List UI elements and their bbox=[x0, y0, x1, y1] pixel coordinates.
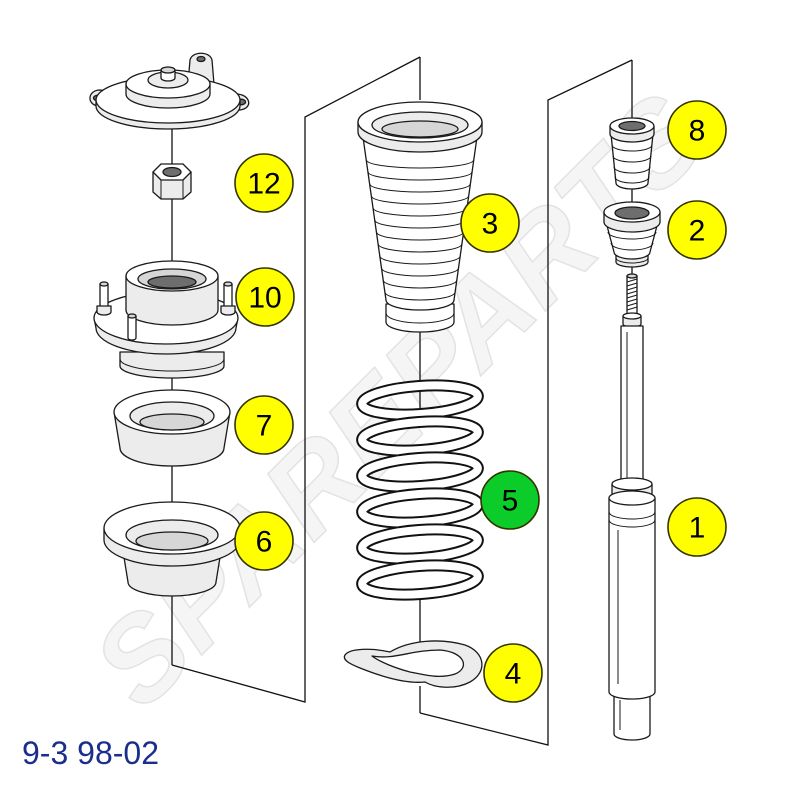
bumpstop-ribs bbox=[611, 144, 653, 184]
boot-body bbox=[361, 129, 479, 311]
mount-stud-left-base bbox=[96, 305, 112, 316]
shock-tube-highlight bbox=[617, 530, 621, 730]
callout-badge[interactable] bbox=[234, 511, 294, 571]
callout-number: 7 bbox=[256, 410, 273, 443]
cup-ribs bbox=[607, 231, 657, 251]
mount-bearing bbox=[119, 351, 225, 379]
top-mount-nub-top bbox=[160, 66, 176, 74]
callout-badge[interactable] bbox=[483, 643, 543, 703]
callout-1[interactable]: 1 bbox=[667, 497, 727, 557]
mount-stud-left-tip bbox=[99, 281, 109, 287]
callout-number: 12 bbox=[247, 168, 280, 201]
top-mount-plate bbox=[89, 52, 250, 130]
callout-badge[interactable] bbox=[460, 193, 520, 253]
boot-cuff bbox=[385, 303, 455, 333]
callout-8[interactable]: 8 bbox=[667, 100, 727, 160]
mount-bearing-groove bbox=[119, 358, 225, 372]
boot-opening-inner bbox=[381, 120, 459, 138]
callout-2[interactable]: 2 bbox=[667, 200, 727, 260]
nut-edges bbox=[160, 180, 184, 199]
shock-body-grooves bbox=[608, 511, 656, 528]
seat6-floor bbox=[135, 531, 209, 551]
boot-cuff-groove bbox=[385, 312, 455, 324]
shock-body-collar-top bbox=[611, 477, 653, 491]
callout-badge[interactable] bbox=[667, 100, 727, 160]
mount-stud-front bbox=[127, 315, 137, 341]
shock-rod bbox=[620, 325, 644, 487]
callout-6[interactable]: 6 bbox=[234, 511, 294, 571]
isolator-inner bbox=[371, 649, 465, 678]
callout-5[interactable]: 5 bbox=[480, 470, 540, 530]
shock-threads bbox=[626, 278, 638, 311]
bump-stop-cup-2 bbox=[603, 201, 661, 268]
cup-bore bbox=[614, 206, 650, 220]
shock-rod-collar-top bbox=[622, 312, 642, 320]
spring-coil-highlight bbox=[358, 489, 482, 527]
mount-stud-front-tip bbox=[127, 313, 137, 319]
callout-number: 10 bbox=[248, 282, 281, 315]
mount-stud-right-tip bbox=[223, 281, 233, 287]
callout-badge[interactable] bbox=[667, 200, 727, 260]
callout-number: 6 bbox=[256, 526, 273, 559]
nut-hole bbox=[162, 166, 182, 178]
shock-body bbox=[608, 497, 656, 700]
callout-badge[interactable] bbox=[234, 153, 294, 213]
shock-body-top bbox=[608, 490, 656, 506]
callout-badge-highlighted[interactable] bbox=[480, 470, 540, 530]
frame-line-right bbox=[419, 59, 633, 746]
spring-coil-highlight bbox=[358, 453, 482, 491]
top-mount-ear-hole bbox=[196, 55, 206, 63]
mount-stud-right-base bbox=[220, 305, 236, 316]
shock-stud-tip bbox=[626, 273, 638, 279]
callout-3[interactable]: 3 bbox=[460, 193, 520, 253]
bump-stop-8 bbox=[609, 117, 655, 190]
frame-line-left bbox=[171, 56, 421, 703]
spring-isolator-4 bbox=[343, 640, 483, 688]
nut-12 bbox=[152, 163, 192, 200]
callout-4[interactable]: 4 bbox=[483, 643, 543, 703]
callout-number: 4 bbox=[505, 658, 522, 691]
strut-mount-10 bbox=[93, 260, 239, 379]
mount-housing-bore bbox=[147, 275, 197, 289]
callout-badge[interactable] bbox=[667, 497, 727, 557]
callout-number: 2 bbox=[689, 215, 706, 248]
callout-number: 8 bbox=[689, 115, 706, 148]
spring-coil-highlight bbox=[358, 417, 482, 455]
spring-coil-highlight bbox=[358, 525, 482, 563]
callout-12[interactable]: 12 bbox=[234, 153, 294, 213]
callout-number: 3 bbox=[482, 208, 499, 241]
shock-lower-tube bbox=[613, 691, 651, 741]
callout-badge[interactable] bbox=[235, 267, 295, 327]
callout-10[interactable]: 10 bbox=[235, 267, 295, 327]
bumpstop-bore bbox=[618, 120, 646, 132]
callout-number: 5 bbox=[502, 485, 519, 518]
coil-spring-5 bbox=[356, 379, 484, 601]
spring-coil-highlight bbox=[358, 381, 482, 419]
seat7-floor bbox=[139, 413, 205, 431]
spring-seat-7 bbox=[113, 389, 231, 467]
cup-collar-threads bbox=[615, 257, 649, 264]
dust-boot-3 bbox=[357, 101, 483, 333]
callout-number: 1 bbox=[689, 512, 706, 545]
spring-coil-highlight bbox=[358, 561, 482, 599]
model-label: 9-3 98-02 bbox=[22, 735, 159, 771]
callout-badge[interactable] bbox=[234, 395, 294, 455]
spring-seat-6 bbox=[103, 501, 241, 597]
shock-absorber-1 bbox=[608, 273, 656, 741]
boot-corrugations bbox=[366, 159, 474, 301]
callout-7[interactable]: 7 bbox=[234, 395, 294, 455]
